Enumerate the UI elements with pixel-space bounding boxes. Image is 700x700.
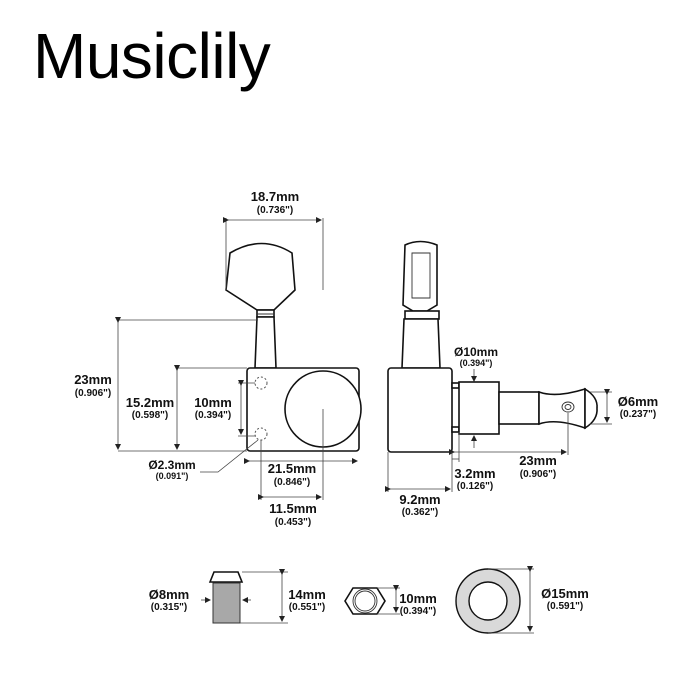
housing-side [387,367,453,453]
washer-diameter-in: (0.591") [547,601,583,612]
screw-hole-top [254,376,268,390]
button-side [402,240,438,312]
hole-to-post-mm: 11.5mm [269,501,317,516]
brand-title: Musiclily [33,20,271,92]
threaded-bushing: Ø8mm (0.315") 14mm (0.551") [149,569,326,624]
button-width-in: (0.736") [257,205,293,216]
hex-nut: 10mm (0.394") [344,585,437,617]
bushing-diameter-mm: Ø8mm [149,587,189,602]
bushing-height-mm: 14mm [288,587,326,602]
button-width-mm: 18.7mm [251,189,299,204]
housing-height-mm: 15.2mm [126,395,174,410]
post-length-mm: 23mm [519,453,557,468]
tuner-button [225,242,296,311]
housing-depth-in: (0.362") [402,507,438,518]
screw-spacing-in: (0.394") [195,410,231,421]
button-collar [256,309,275,318]
housing-height-in: (0.598") [132,410,168,421]
pin-offset-in: (0.126") [457,481,493,492]
housing-depth-mm: 9.2mm [399,492,440,507]
total-height-mm: 23mm [74,372,112,387]
bushing-diameter-in: (0.315") [151,602,187,613]
total-height-in: (0.906") [75,388,111,399]
bushing-diameter-mm: Ø10mm [454,345,498,359]
washer-diameter-mm: Ø15mm [541,586,589,601]
post-diameter-mm: Ø6mm [618,394,658,409]
housing-width-mm: 21.5mm [268,461,316,476]
hole-to-post-in: (0.453") [275,517,311,528]
washer: Ø15mm (0.591") [455,566,589,634]
pin-offset-mm: 3.2mm [454,466,495,481]
screw-hole-diameter-in: (0.091") [156,471,189,481]
bushing-diameter-in: (0.394") [460,358,493,368]
bushing-side [458,381,500,435]
screw-hole-diameter-mm: Ø2.3mm [148,458,195,472]
hex-nut-size-in: (0.394") [400,606,436,617]
string-post [498,391,540,425]
screw-spacing-mm: 10mm [194,395,232,410]
front-view: 18.7mm (0.736") 23mm (0.906") 15.2mm (0.… [74,189,362,528]
hex-nut-size-mm: 10mm [399,591,437,606]
post-diameter-in: (0.237") [620,409,656,420]
housing-width-in: (0.846") [274,477,310,488]
hardware-parts: Ø8mm (0.315") 14mm (0.551") 10mm (0.394"… [149,566,589,634]
post-length-in: (0.906") [520,469,556,480]
bushing-height-in: (0.551") [289,602,325,613]
side-view: Ø10mm (0.394") Ø6mm (0.237") 23mm (0.906… [385,240,658,518]
button-shaft [254,316,277,369]
